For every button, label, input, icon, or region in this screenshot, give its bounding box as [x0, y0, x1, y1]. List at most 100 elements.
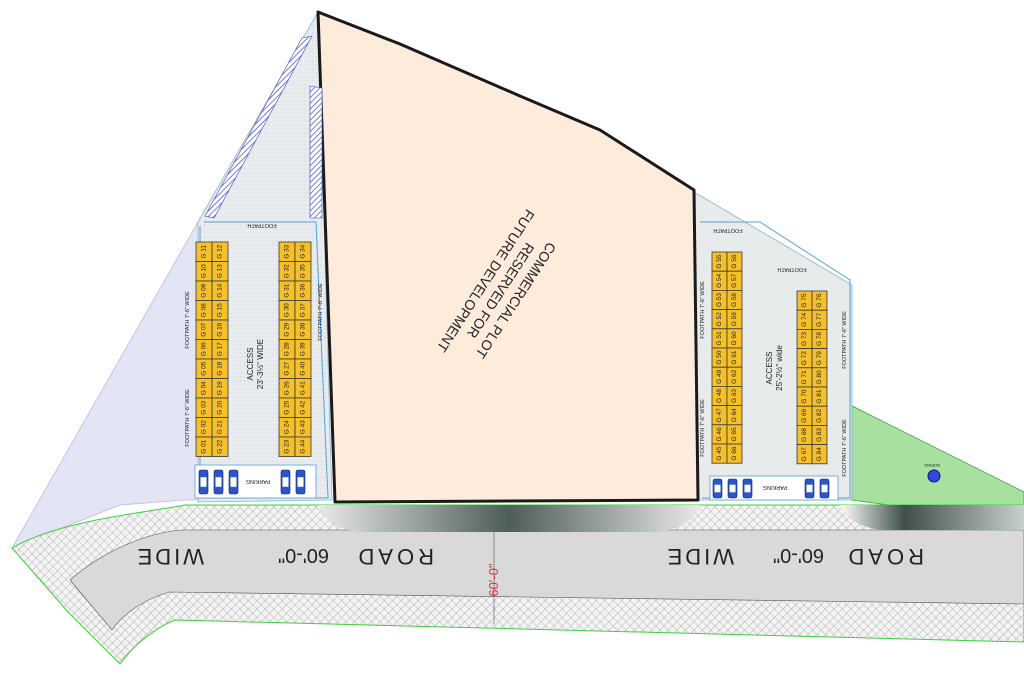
left-access-entry: [318, 505, 700, 532]
shed-unit: G 59: [726, 309, 743, 330]
shed-unit-label: G 32: [284, 264, 291, 278]
shed-unit-label: G 54: [716, 273, 723, 287]
shed-unit-label: G 79: [816, 351, 823, 365]
parked-car-icon: [213, 469, 224, 495]
shed-unit: G 64: [726, 405, 743, 426]
parked-car-icon: [198, 469, 209, 495]
shed-unit-label: G 36: [300, 283, 307, 297]
parked-car-icon: [712, 478, 723, 499]
shed-unit: G 66: [726, 443, 743, 464]
shed-unit-label: G 72: [801, 351, 808, 365]
shed-unit: G 28: [278, 339, 296, 360]
shed-unit-label: G 05: [201, 361, 208, 375]
shed-unit-label: G 78: [816, 332, 823, 346]
shed-unit: G 62: [726, 366, 743, 387]
road-dimension-label: 60'-0": [486, 563, 501, 597]
shed-unit: G 11: [195, 241, 213, 262]
shed-unit: G 15: [211, 300, 229, 321]
shed-unit-label: G 52: [716, 312, 723, 326]
parked-car-icon: [819, 478, 830, 499]
shed-unit-label: G 58: [731, 293, 738, 307]
shed-unit: G 48: [711, 385, 728, 406]
shed-unit-label: G 70: [801, 389, 808, 403]
shed-unit-label: G 35: [300, 264, 307, 278]
shed-unit: G 10: [195, 261, 213, 282]
shed-unit-label: G 18: [217, 361, 224, 375]
shed-unit-label: G 75: [801, 293, 808, 307]
shed-unit: G 08: [195, 300, 213, 321]
shed-unit: G 42: [294, 397, 312, 418]
shed-unit: G 30: [278, 300, 296, 321]
shed-unit-label: G 21: [217, 420, 224, 434]
shed-unit: G 35: [294, 261, 312, 282]
shed-unit: G 60: [726, 328, 743, 349]
shed-unit: G 73: [796, 328, 813, 349]
shed-unit: G 84: [811, 444, 828, 465]
shed-unit: G 57: [726, 270, 743, 291]
shed-unit-label: G 64: [731, 408, 738, 422]
shed-unit: G 18: [211, 358, 229, 379]
shed-unit-label: G 33: [284, 244, 291, 258]
right-footpath-left-upper: FOOTPATH 7'-6" WIDE: [700, 281, 706, 339]
shed-unit: G 49: [711, 366, 728, 387]
shed-unit-label: G 40: [300, 361, 307, 375]
shed-unit: G 61: [726, 347, 743, 368]
open-land-left: [11, 220, 207, 549]
shed-unit: G 63: [726, 385, 743, 406]
shed-unit-label: G 03: [201, 400, 208, 414]
shed-unit-label: G 68: [801, 428, 808, 442]
shed-unit: G 12: [211, 241, 229, 262]
shed-unit: G 46: [711, 424, 728, 445]
right-footpath-right-upper: FOOTPATH 7'-6" WIDE: [842, 311, 848, 369]
shed-unit-box: [726, 443, 743, 464]
shed-unit-label: G 51: [716, 331, 723, 345]
shed-unit: G 07: [195, 319, 213, 340]
shed-unit: G 16: [211, 319, 229, 340]
right-parking-label: PARKING: [763, 484, 787, 490]
shed-unit-label: G 45: [716, 446, 723, 460]
shed-unit: G 45: [711, 443, 728, 464]
shed-unit-label: G 46: [716, 427, 723, 441]
shed-unit: G 23: [278, 436, 296, 457]
right-footpath-left-lower: FOOTPATH 7'-6" WIDE: [700, 399, 706, 457]
shed-unit: G 33: [278, 241, 296, 262]
shed-unit: G 65: [726, 424, 743, 445]
shed-unit-label: G 53: [716, 293, 723, 307]
shed-unit: G 50: [711, 347, 728, 368]
shed-unit-label: G 28: [284, 342, 291, 356]
shed-unit-label: G 24: [284, 420, 291, 434]
right-access-line1: ACCESS: [765, 352, 774, 385]
right-footpath-mid: FOOTPATH: [777, 266, 806, 272]
shed-unit: G 32: [278, 261, 296, 282]
shed-unit: G 05: [195, 358, 213, 379]
shed-unit: G 53: [711, 289, 728, 310]
shed-unit: G 54: [711, 270, 728, 291]
shed-unit: G 71: [796, 367, 813, 388]
boring-point-icon: [927, 469, 941, 483]
shed-unit-label: G 56: [731, 254, 738, 268]
shed-unit: G 41: [294, 378, 312, 399]
left-footpath-right: FOOTPATH 7'-6" WIDE: [318, 283, 324, 341]
shed-unit-label: G 50: [716, 350, 723, 364]
shed-unit-label: G 57: [731, 273, 738, 287]
shed-unit: G 14: [211, 280, 229, 301]
shed-unit-box: [294, 436, 312, 457]
shed-unit: G 44: [294, 436, 312, 457]
shed-unit: G 17: [211, 339, 229, 360]
parked-car-icon: [804, 478, 815, 499]
shed-unit-label: G 60: [731, 331, 738, 345]
shed-unit-label: G 04: [201, 381, 208, 395]
hatched-boundary-strip: [309, 85, 323, 219]
right-access-entry: [840, 505, 1024, 530]
shed-unit: G 34: [294, 241, 312, 262]
shed-unit-label: G 77: [816, 312, 823, 326]
shed-unit: G 72: [796, 348, 813, 369]
shed-unit: G 56: [726, 251, 743, 272]
shed-unit: G 77: [811, 309, 828, 330]
shed-unit-label: G 71: [801, 370, 808, 384]
shed-unit-label: G 08: [201, 303, 208, 317]
shed-unit: G 20: [211, 397, 229, 418]
shed-unit: G 27: [278, 358, 296, 379]
shed-unit: G 02: [195, 417, 213, 438]
shed-unit: G 79: [811, 348, 828, 369]
